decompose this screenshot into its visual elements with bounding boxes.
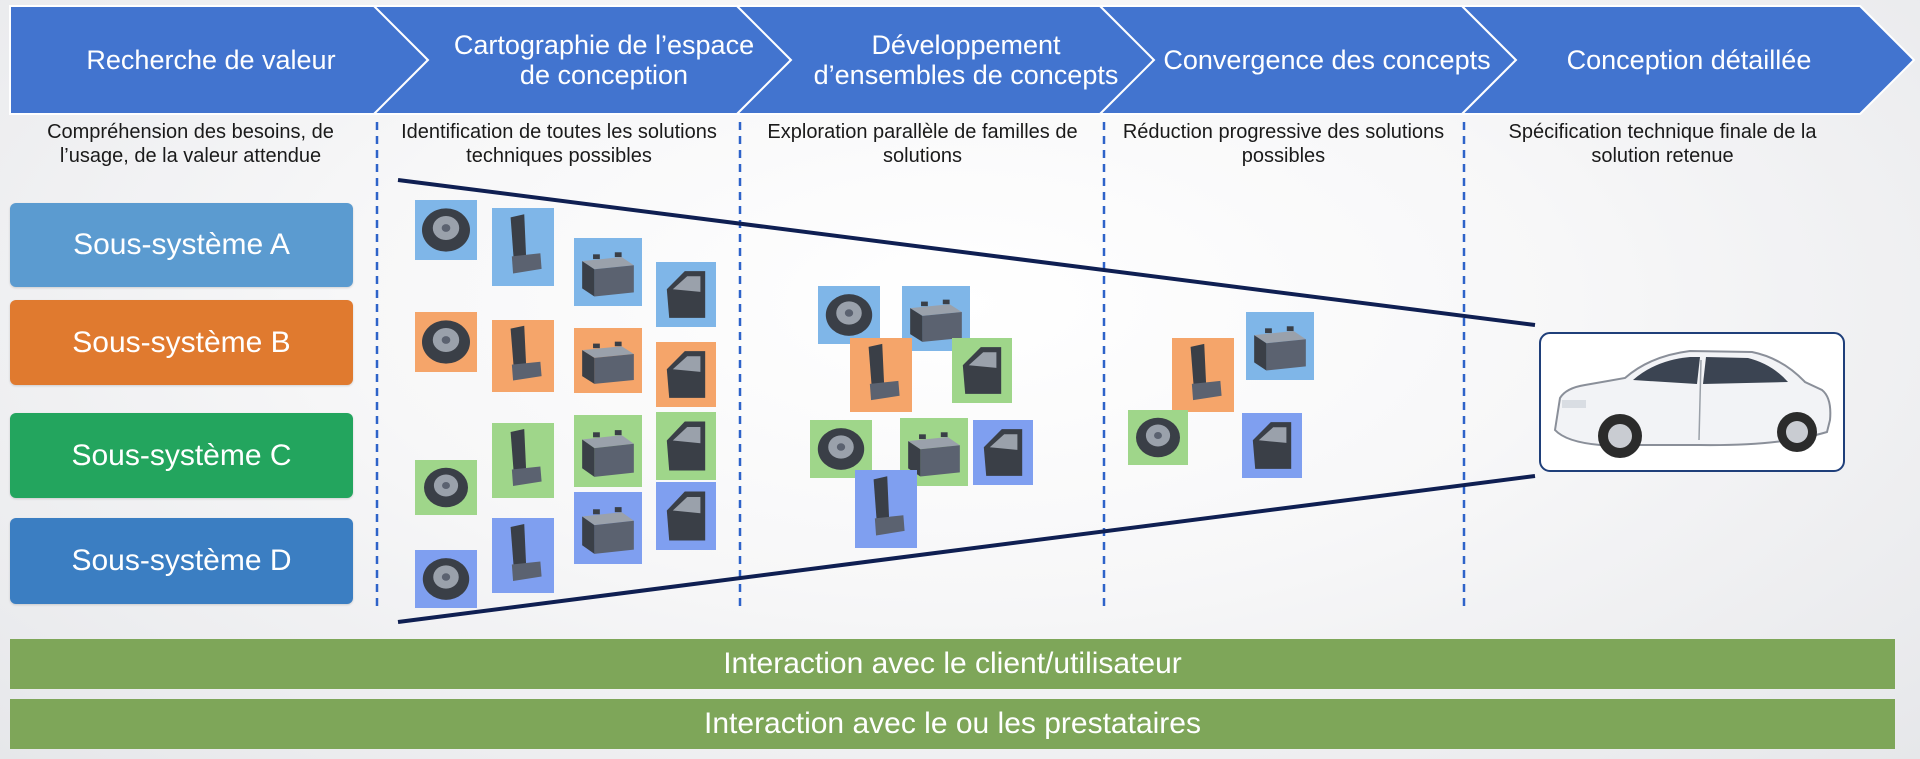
seat-icon [1190, 343, 1222, 401]
seat-icon [510, 325, 542, 381]
tire-icon [422, 208, 470, 252]
seat-icon [873, 476, 905, 536]
phase-chevron-4[interactable] [1097, 5, 1518, 115]
tire-icon [424, 467, 468, 508]
phase-chevron-1[interactable] [9, 5, 430, 115]
car-icon [1553, 349, 1832, 458]
solution-tile [973, 420, 1033, 485]
door-icon [666, 491, 706, 541]
seat-icon [510, 214, 542, 274]
seat-icon [868, 343, 900, 401]
convergence-funnel [397, 178, 1536, 624]
phase-chevron-5[interactable] [1459, 5, 1916, 115]
door-icon [962, 347, 1002, 394]
phase-chevron-3[interactable] [734, 5, 1156, 115]
battery-icon [582, 507, 634, 554]
phase-description-1: Compréhension des besoins, de l’usage, d… [47, 121, 334, 167]
battery-icon [582, 341, 634, 384]
door-icon [666, 421, 706, 471]
phase-description-2: Identification de toutes les solutions t… [401, 121, 717, 167]
solution-tile [415, 460, 477, 515]
solution-tile [574, 492, 642, 564]
tire-icon [1136, 417, 1180, 458]
solution-tile [574, 328, 642, 393]
battery-icon [582, 430, 634, 477]
solution-tile [902, 286, 970, 351]
solution-tile [1172, 338, 1234, 412]
solution-tile [900, 418, 968, 486]
battery-icon [1254, 326, 1306, 371]
battery-icon [908, 432, 960, 477]
solution-tile [1246, 312, 1314, 380]
solution-tile [415, 550, 477, 608]
solution-tile [492, 518, 554, 593]
solution-tile [1242, 413, 1302, 478]
client-interaction-bar: Interaction avec le client/utilisateur [10, 639, 1895, 689]
tire-icon [817, 428, 865, 470]
door-icon [666, 271, 706, 318]
subsystem-c[interactable]: Sous-système C [10, 413, 353, 498]
battery-icon [910, 299, 962, 342]
solution-tile [656, 262, 716, 327]
solution-tile [415, 312, 477, 372]
solution-tiles [415, 200, 1314, 608]
final-solution-card[interactable] [1539, 332, 1845, 472]
door-icon [983, 429, 1023, 476]
phase-description-3: Exploration parallèle de familles de sol… [767, 121, 1078, 167]
solution-tile [492, 423, 554, 498]
funnel-bottom-line [397, 474, 1536, 624]
solution-tile [656, 342, 716, 407]
solution-tile [855, 470, 917, 548]
solution-tile [810, 420, 872, 478]
door-icon [1252, 422, 1292, 469]
tire-icon [422, 320, 470, 364]
solution-tile [656, 482, 716, 550]
seat-icon [510, 524, 542, 581]
solution-tile [492, 320, 554, 392]
phase-description-5: Spécification technique finale de la sol… [1508, 121, 1817, 167]
provider-interaction-bar: Interaction avec le ou les prestataires [10, 699, 1895, 749]
solution-tile [818, 286, 880, 344]
subsystem-b[interactable]: Sous-système B [10, 300, 353, 385]
solution-tile [492, 208, 554, 286]
solution-tile [574, 238, 642, 306]
solution-tile [574, 415, 642, 487]
solution-tile [656, 412, 716, 480]
solution-tile [1128, 410, 1188, 465]
tire-icon [825, 294, 873, 336]
solution-tile [415, 200, 477, 260]
phase-chevrons [9, 5, 1916, 115]
battery-icon [582, 252, 634, 297]
subsystem-a[interactable]: Sous-système A [10, 203, 353, 287]
funnel-top-line [397, 178, 1536, 327]
solution-tile [850, 338, 912, 412]
door-icon [666, 351, 706, 398]
seat-icon [510, 429, 542, 486]
phase-chevron-2[interactable] [371, 5, 793, 115]
subsystem-d[interactable]: Sous-système D [10, 518, 353, 604]
tire-icon [422, 558, 470, 600]
phase-description-4: Réduction progressive des solutions poss… [1122, 121, 1445, 167]
solution-tile [952, 338, 1012, 403]
